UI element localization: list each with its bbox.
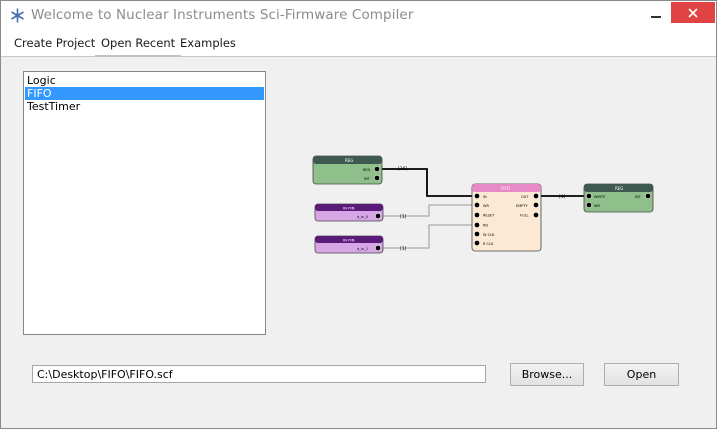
in-pin-1-title: IN PIN: [343, 206, 355, 211]
reg-top-title: REG: [345, 158, 353, 163]
fifo-in-rclk: R CLK: [483, 242, 494, 246]
reg-out-title: REG: [615, 186, 623, 191]
wire-pin2-to-rd: [381, 224, 473, 249]
fifo-out-out: OUT: [521, 195, 529, 199]
project-preview-diagram: [16] [1] [1] [4] REG REG INT IN PIN a_in…: [312, 155, 654, 254]
fifo-out-empty: EMPTY: [516, 204, 528, 208]
in-pin-2-label: a_in_1: [357, 247, 368, 251]
in-pin-block-1: IN PIN a_in_0: [314, 203, 384, 222]
in-pin-1-label: a_in_0: [357, 215, 368, 219]
recent-projects-list[interactable]: Logic FIFO TestTimer: [23, 71, 266, 335]
app-logo-icon: [11, 8, 24, 23]
close-icon: [688, 7, 698, 18]
minimize-button[interactable]: [641, 1, 671, 30]
tab-bar: Create Project Open Recent Examples: [1, 30, 716, 57]
fifo-out-full: FULL: [520, 214, 529, 218]
open-button[interactable]: Open: [604, 363, 679, 386]
reg-out-port-int: INT: [635, 195, 642, 199]
close-button[interactable]: [671, 2, 715, 23]
tab-open-recent[interactable]: Open Recent: [95, 36, 182, 57]
tab-create-project[interactable]: Create Project: [14, 36, 96, 50]
fifo-in-wr: WR: [483, 204, 489, 208]
fifo-block: FIFO IN WR RESET RD W CLK R CLK OUT EMPT…: [471, 183, 542, 252]
fifo-title: FIFO: [501, 186, 510, 191]
wire-label-1a: [1]: [400, 214, 407, 220]
wire-label-16: [16]: [398, 166, 407, 172]
fifo-in-rd: RD: [483, 224, 488, 228]
title-bar: Welcome to Nuclear Instruments Sci-Firmw…: [1, 1, 716, 30]
connection-wires: [381, 168, 585, 249]
list-item-fifo[interactable]: FIFO: [25, 87, 264, 100]
tab-examples[interactable]: Examples: [180, 36, 236, 50]
list-item-logic[interactable]: Logic: [27, 74, 56, 87]
reg-top-port-reg: REG: [363, 168, 371, 172]
reg-block-output: REG WRITE WR INT: [583, 183, 654, 213]
reg-top-port-int: INT: [364, 177, 371, 181]
file-path-input[interactable]: C:\Desktop\FIFO\FIFO.scf: [32, 365, 486, 383]
fifo-in-in: IN: [483, 195, 487, 199]
wire-reg-to-fifo: [381, 168, 473, 197]
in-pin-2-title: IN PIN: [343, 238, 355, 243]
wire-label-4: [4]: [559, 194, 566, 200]
fifo-in-wclk: W CLK: [483, 233, 495, 237]
wire-label-1b: [1]: [400, 246, 407, 252]
fifo-in-reset: RESET: [483, 214, 495, 218]
window-title: Welcome to Nuclear Instruments Sci-Firmw…: [31, 7, 414, 23]
in-pin-block-2: IN PIN a_in_1: [314, 235, 384, 254]
browse-button[interactable]: Browse...: [510, 363, 584, 386]
reg-block-top: REG REG INT: [312, 155, 383, 185]
wire-pin1-to-wr: [381, 204, 473, 217]
reg-out-port-write: WRITE: [594, 195, 605, 199]
minimize-icon: [651, 15, 661, 18]
list-item-testtimer[interactable]: TestTimer: [27, 100, 81, 113]
reg-out-port-wr: WR: [594, 204, 600, 208]
